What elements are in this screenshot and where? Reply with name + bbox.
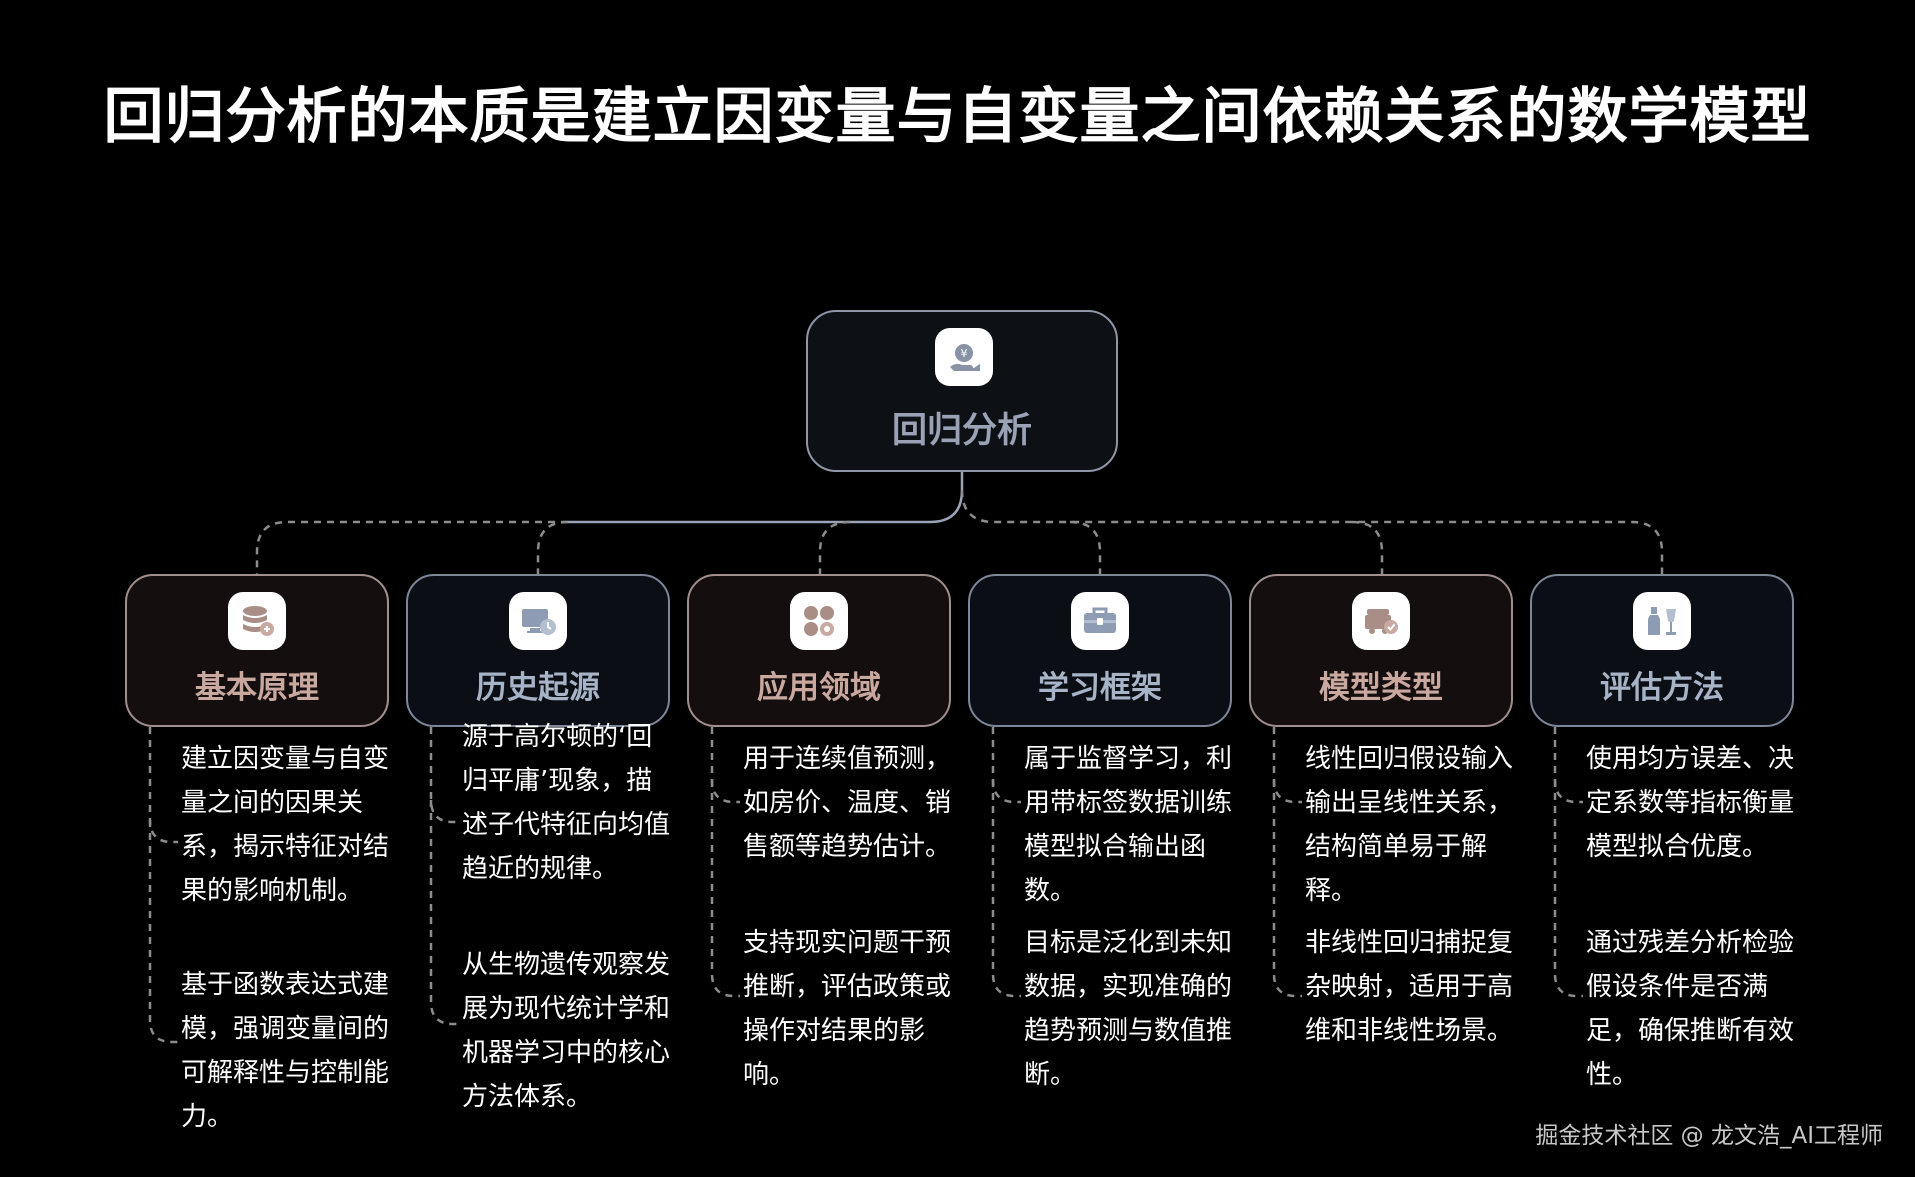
branch-label: 历史起源 <box>476 670 600 706</box>
branch-framework-point-1: 属于监督学习，利用带标签数据训练模型拟合输出函数。 <box>1024 744 1233 906</box>
database-icon <box>228 592 286 650</box>
drop-framework <box>1069 520 1102 574</box>
branch-application-point-2: 支持现实问题干预推断，评估政策或操作对结果的影响。 <box>743 928 952 1090</box>
branch-node-model-types: 模型类型 <box>1249 574 1513 727</box>
drop-application <box>818 520 851 574</box>
branch-node-principle: 基本原理 <box>125 574 389 727</box>
drop-types <box>1351 520 1384 574</box>
bottle-glass-icon <box>1633 592 1691 650</box>
branch-types-point-2: 非线性回归捕捉复杂映射，适用于高维和非线性场景。 <box>1305 928 1514 1046</box>
branch-node-framework: 学习框架 <box>968 574 1232 727</box>
branch-principle-point-1: 建立因变量与自变量之间的因果关系，揭示特征对结果的影响机制。 <box>181 744 390 906</box>
branch-history-point-2: 从生物遗传观察发展为现代统计学和机器学习中的核心方法体系。 <box>462 950 671 1112</box>
branch-label: 评估方法 <box>1600 670 1724 706</box>
page-title: 回归分析的本质是建立因变量与自变量之间依赖关系的数学模型 <box>103 82 1812 152</box>
branch-framework-point-2: 目标是泛化到未知数据，实现准确的趋势预测与数值推断。 <box>1024 928 1233 1090</box>
branch-label: 基本原理 <box>195 670 319 706</box>
money-hand-icon: ¥ <box>935 328 993 386</box>
watermark: 掘金技术社区 @ 龙文浩_AI工程师 <box>1535 1123 1883 1149</box>
apps-gear-icon <box>790 592 848 650</box>
branch-node-history: 历史起源 <box>406 574 670 727</box>
toolbox-icon <box>1071 592 1129 650</box>
branch-label: 应用领域 <box>757 670 881 706</box>
monitor-clock-icon <box>509 592 567 650</box>
branch-node-evaluation: 评估方法 <box>1530 574 1794 727</box>
drop-history <box>536 520 569 574</box>
branch-node-application: 应用领域 <box>687 574 951 727</box>
branch-label: 学习框架 <box>1038 670 1162 706</box>
svg-text:¥: ¥ <box>961 347 968 360</box>
root-stem-solid <box>568 472 964 524</box>
branch-types-point-1: 线性回归假设输入输出呈线性关系，结构简单易于解释。 <box>1305 744 1514 906</box>
branch-evaluation-point-1: 使用均方误差、决定系数等指标衡量模型拟合优度。 <box>1586 744 1795 862</box>
branch-principle-point-2: 基于函数表达式建模，强调变量间的可解释性与控制能力。 <box>181 970 390 1132</box>
root-label: 回归分析 <box>891 411 1032 451</box>
root-node: ¥ 回归分析 <box>806 310 1118 472</box>
branch-label: 模型类型 <box>1319 670 1443 706</box>
branch-application-point-1: 用于连续值预测，如房价、温度、销售额等趋势估计。 <box>743 744 952 862</box>
branch-history-point-1: 源于高尔顿的‘回归平庸’现象，描述子代特征向均值趋近的规律。 <box>462 722 671 884</box>
branch-evaluation-point-2: 通过残差分析检验假设条件是否满足，确保推断有效性。 <box>1586 928 1795 1090</box>
truck-check-icon <box>1352 592 1410 650</box>
trunk-right-dashed <box>960 489 1664 574</box>
trunk-left-dashed <box>255 520 568 574</box>
